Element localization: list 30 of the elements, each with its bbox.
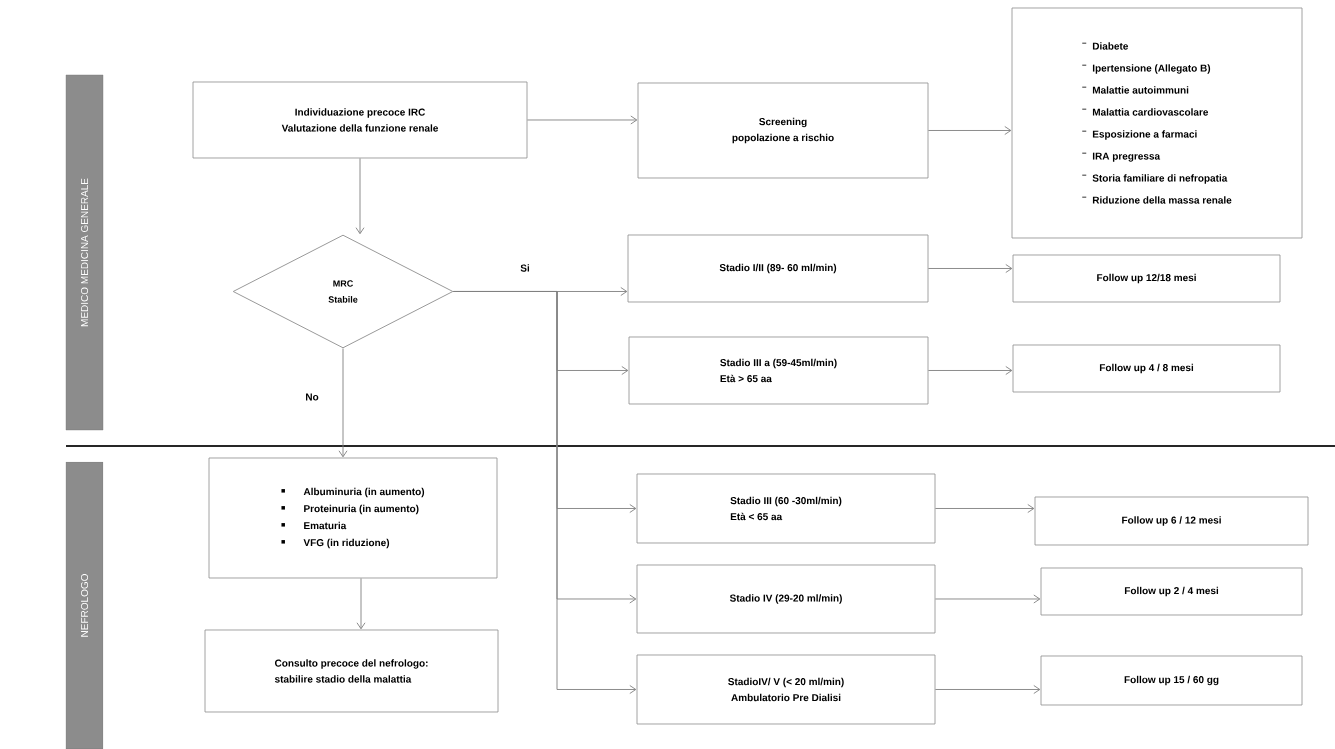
arrow [927, 366, 1013, 375]
process-box: Follow up 6 / 12 mesi [1034, 496, 1309, 546]
process-box: Screening popolazione a rischio [637, 82, 929, 179]
process-box: Stadio III (60 -30ml/min) Età < 65 aa [636, 473, 936, 544]
arrow [338, 348, 348, 458]
process-box: Stadio III a (59-45ml/min) Età > 65 aa [628, 336, 929, 405]
arrow [927, 264, 1013, 273]
arrow [934, 504, 1035, 513]
arrow [526, 115, 638, 125]
arrow [453, 291, 637, 694]
process-box: Individuazione precoce IRC Valutazione della funzione renale [192, 81, 528, 159]
process-box: Stadio I/II (89- 60 ml/min) [627, 234, 929, 303]
process-box: Consulto precoce del nefrologo: stabilire stadio della malattia [204, 629, 499, 713]
edge-label: No [304, 392, 320, 402]
process-box: Diabete Ipertensione (Allegato B) Malattie autoimmuni Malattia cardiovascolare Esposizione a farmaci IRA pregressa Storia familiare di nefropatia Riduzione della massa renale [1011, 7, 1303, 239]
edge-label: Si [519, 263, 531, 273]
process-box: Follow up 15 / 60 gg [1040, 655, 1303, 706]
arrow [927, 126, 1012, 135]
arrow [934, 685, 1041, 694]
process-box: Follow up 2 / 4 mesi [1040, 567, 1303, 616]
process-box: Follow up 12/18 mesi [1012, 254, 1281, 303]
process-box: Follow up 4 / 8 mesi [1012, 344, 1281, 393]
process-box: StadioIV/ V (< 20 ml/min) Ambulatorio Pre Dialisi [636, 654, 936, 725]
arrow [934, 594, 1041, 604]
lane-band: NEFROLOGO [65, 461, 104, 749]
arrow [356, 577, 366, 630]
process-box: Albuminuria (in aumento) Proteinuria (in aumento) Ematuria VFG (in riduzione) [208, 457, 498, 579]
arrow [355, 157, 365, 235]
process-box: Stadio IV (29-20 ml/min) [636, 564, 936, 634]
lane-band: MEDICO MEDICINA GENERALE [65, 74, 104, 431]
